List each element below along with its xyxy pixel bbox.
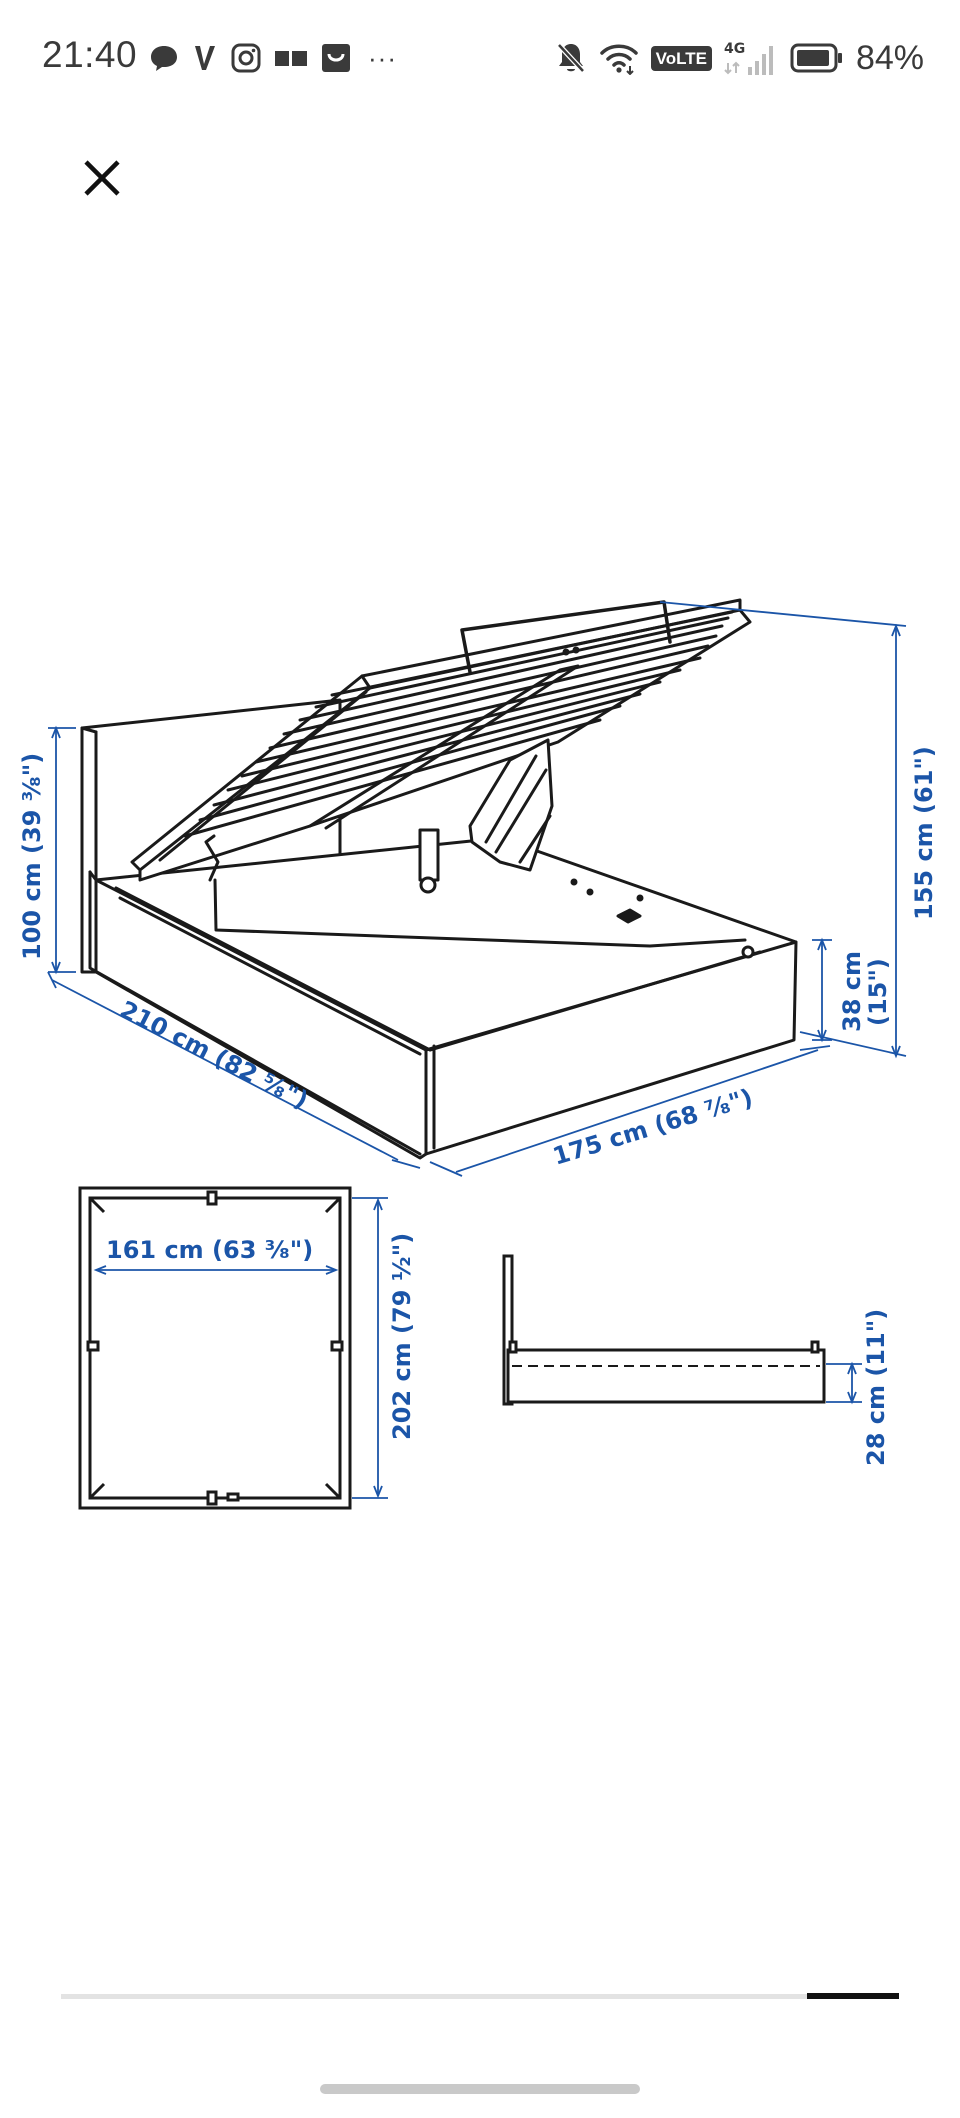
chat-bubble-icon [151,46,177,71]
plan-view [78,1186,352,1510]
cellular-signal-icon: 4G [724,41,773,75]
headboard-height-label: 100 cm (39 ³⁄₈") [18,753,46,960]
side-height-in-label: (15") [864,958,892,1026]
status-bar: 21:40 ··· [0,0,960,110]
network-type: 4G [724,41,745,57]
notifications-off-icon [556,43,585,73]
side-view [502,1254,514,1406]
status-time: 21:40 [42,34,138,75]
shopping-bag-icon [322,44,350,72]
total-height-label: 155 cm (61") [910,746,938,920]
inner-width-label: 161 cm (63 ³⁄₈") [106,1236,313,1264]
side-height-cm-label: 38 cm [838,951,866,1032]
bed-dimensions-drawing: 100 cm (39 ³⁄₈") 155 cm (61") 210 cm (82… [18,598,938,1510]
system-icons: VoLTE 4G 84% [555,38,924,78]
v-app-icon [195,46,215,70]
page-indicator-active [807,1993,899,1999]
reader-app-icon [275,51,307,66]
image-page-indicator [61,1993,899,1999]
notification-icons: ··· [148,40,397,76]
instagram-icon [231,43,261,73]
more-notifications: ··· [368,42,397,73]
close-button[interactable] [70,146,134,210]
close-icon [84,160,120,196]
wifi-icon [599,44,638,75]
battery-level: 84% [855,38,924,77]
length-label: 210 cm (82 ⁵⁄₈") [115,995,312,1114]
home-gesture-bar[interactable] [320,2084,640,2094]
battery-icon [790,43,842,73]
inner-length-label: 202 cm (79 ¹⁄₂") [388,1233,416,1440]
clearance-label: 28 cm (11") [862,1309,890,1466]
lift-handle [460,600,672,674]
volte-badge: VoLTE [650,45,712,71]
